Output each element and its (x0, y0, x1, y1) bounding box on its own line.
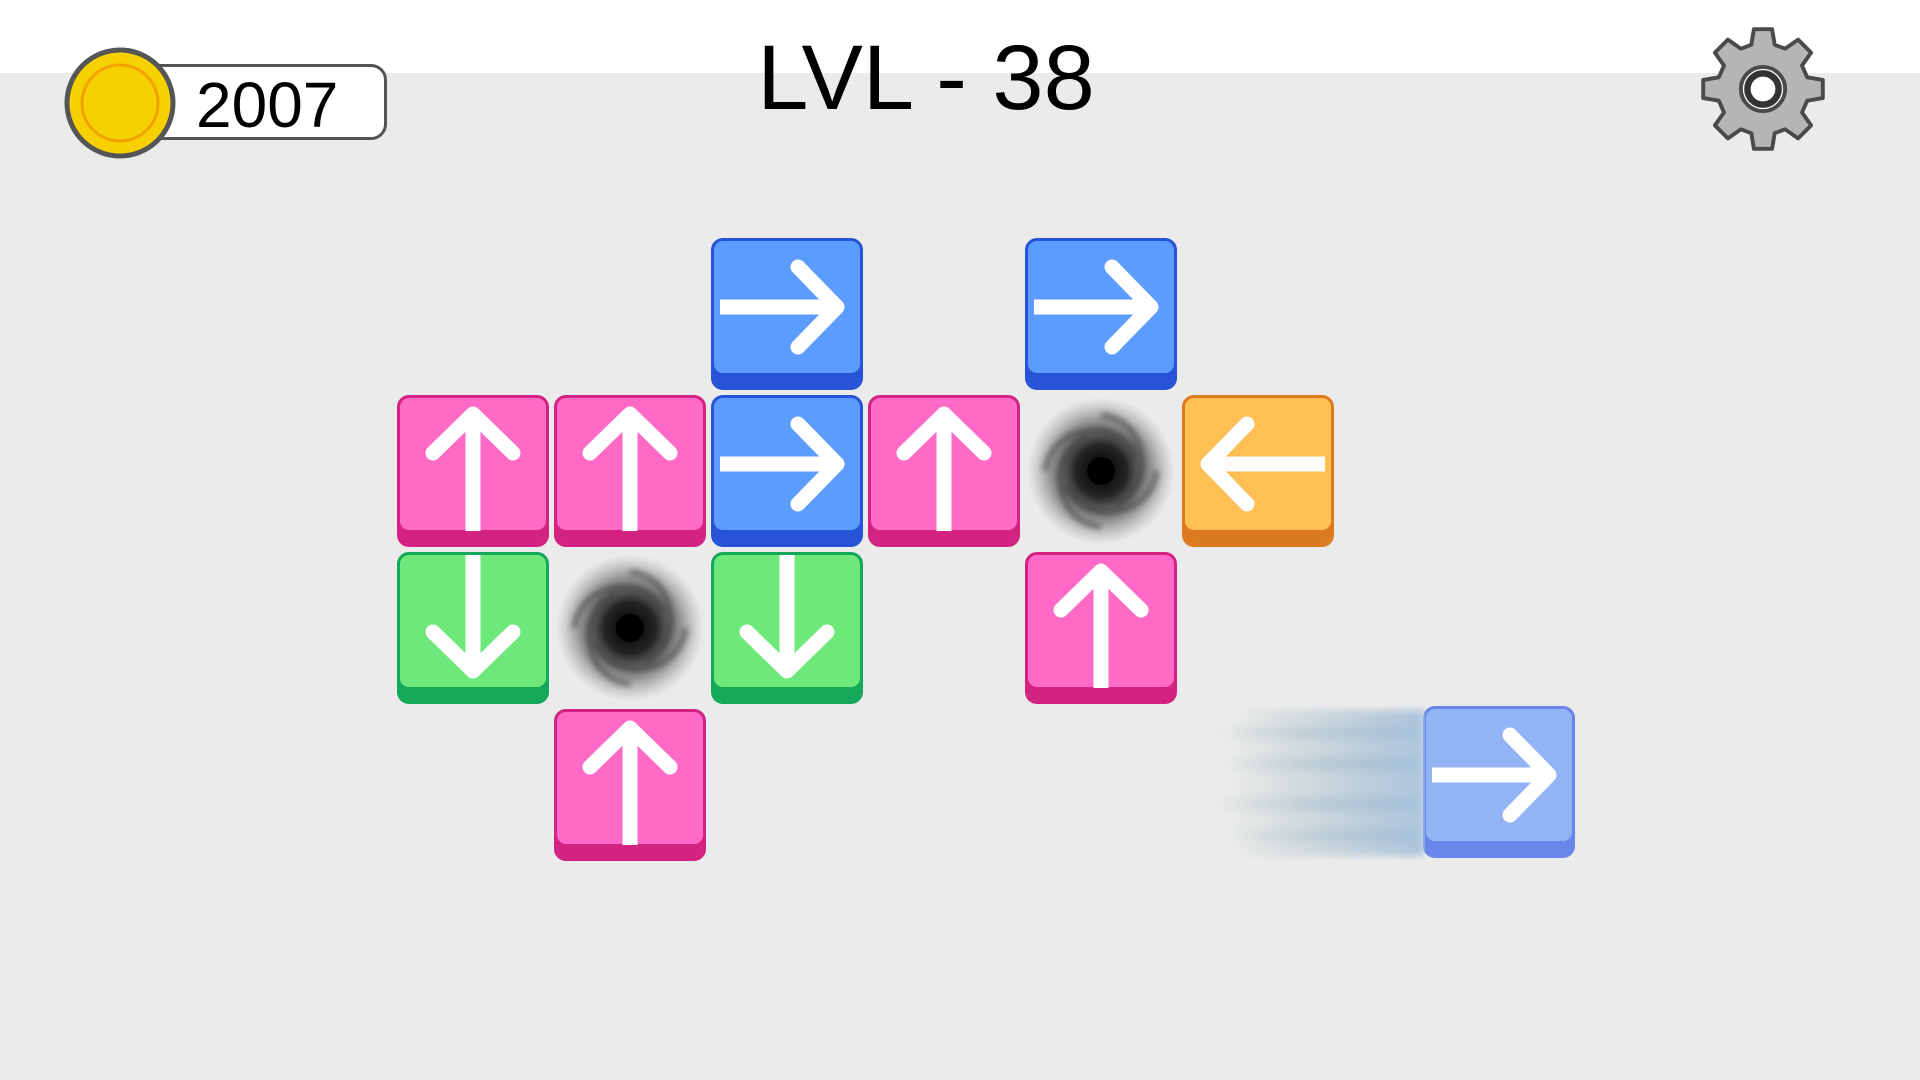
blue-arrow-right-tile[interactable] (711, 238, 863, 390)
pink-arrow-up-tile[interactable] (554, 709, 706, 861)
top-bar (0, 0, 1920, 73)
orange-arrow-left-tile[interactable] (1182, 395, 1334, 547)
coin-count: 2007 (196, 69, 339, 141)
arrow-up-icon (896, 406, 992, 531)
arrow-right-icon (1432, 727, 1557, 823)
arrow-up-icon (582, 406, 678, 531)
level-title: LVL - 38 (757, 27, 1095, 129)
green-arrow-down-tile[interactable] (711, 552, 863, 704)
black-hole-icon (556, 554, 704, 702)
black-hole-icon (1027, 397, 1175, 545)
pink-arrow-up-tile[interactable] (868, 395, 1020, 547)
blue-arrow-right-tile[interactable] (1025, 238, 1177, 390)
pink-arrow-up-tile[interactable] (554, 395, 706, 547)
arrow-right-icon (720, 416, 845, 512)
pink-arrow-up-tile[interactable] (1025, 552, 1177, 704)
arrow-right-icon (720, 259, 845, 355)
gear-icon[interactable] (1698, 24, 1828, 154)
arrow-down-icon (739, 555, 835, 679)
arrow-left-icon (1200, 416, 1325, 512)
arrow-up-icon (582, 720, 678, 845)
arrow-down-icon (425, 555, 521, 679)
motion-trail (1210, 710, 1425, 856)
green-arrow-down-tile[interactable] (397, 552, 549, 704)
pink-arrow-up-tile[interactable] (397, 395, 549, 547)
sliding-arrow-right-tile[interactable] (1423, 706, 1575, 858)
gold-coin-icon (64, 47, 176, 159)
arrow-right-icon (1034, 259, 1159, 355)
blue-arrow-right-tile[interactable] (711, 395, 863, 547)
arrow-up-icon (1053, 563, 1149, 688)
arrow-up-icon (425, 406, 521, 531)
